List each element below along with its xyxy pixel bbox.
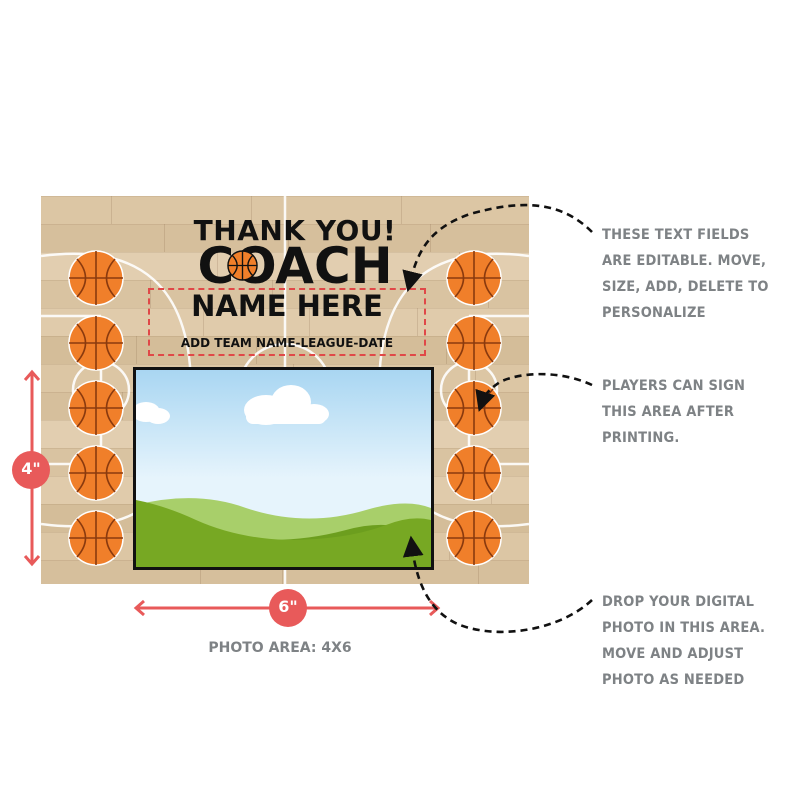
team-league-date-field[interactable]: ADD TEAM NAME-LEAGUE-DATE — [180, 336, 394, 350]
text-fields-note: THESE TEXT FIELDS ARE EDITABLE. MOVE, SIZE… — [602, 222, 792, 326]
plank-seam — [325, 252, 326, 280]
plank-seam — [401, 196, 402, 224]
signature-ball-right-2[interactable] — [446, 315, 502, 371]
plank-seam — [164, 224, 165, 252]
plank-seam — [417, 308, 418, 336]
signature-ball-left-5[interactable] — [68, 510, 124, 566]
plank-seam — [282, 560, 283, 584]
note-line: ARE EDITABLE. MOVE, — [602, 253, 767, 269]
note-line: PERSONALIZE — [602, 305, 706, 321]
coach-name-field[interactable]: NAME HERE — [191, 289, 383, 323]
plank-seam — [111, 196, 112, 224]
players-sign-note: PLAYERS CAN SIGN THIS AREA AFTER PRINTING. — [602, 373, 792, 451]
plank-seam — [475, 364, 476, 392]
note-line: PHOTO IN THIS AREA. — [602, 620, 766, 636]
plank-seam — [136, 336, 137, 364]
landscape-placeholder-icon — [136, 385, 431, 567]
width-label: 6" — [278, 597, 298, 616]
signature-ball-right-5[interactable] — [446, 510, 502, 566]
note-line: DROP YOUR DIGITAL — [602, 594, 755, 610]
signature-ball-left-3[interactable] — [68, 380, 124, 436]
plank-seam — [217, 252, 218, 280]
plank-seam — [251, 196, 252, 224]
plank-seam — [256, 336, 257, 364]
height-label-badge — [12, 451, 50, 489]
signature-ball-left-4[interactable] — [68, 445, 124, 501]
photo-drop-note: DROP YOUR DIGITAL PHOTO IN THIS AREA. MOVE… — [602, 589, 792, 693]
height-label: 4" — [21, 459, 41, 478]
signature-ball-left-2[interactable] — [68, 315, 124, 371]
plank-seam — [272, 280, 273, 308]
photo-area-caption: PHOTO AREA: 4X6 — [208, 640, 352, 656]
note-line: SIZE, ADD, DELETE TO — [602, 279, 769, 295]
photo-drop-area[interactable] — [133, 367, 434, 570]
plank-seam — [203, 308, 204, 336]
note-line: THIS AREA AFTER — [602, 404, 735, 420]
signature-ball-left-1[interactable] — [68, 250, 124, 306]
plank-seam — [288, 224, 289, 252]
editable-text-frame[interactable] — [148, 288, 426, 356]
signature-ball-right-4[interactable] — [446, 445, 502, 501]
plank-seam — [478, 560, 479, 584]
plank-seam — [200, 560, 201, 584]
note-line: MOVE AND ADJUST — [602, 646, 744, 662]
note-line: PLAYERS CAN SIGN — [602, 378, 746, 394]
basketball-icon — [227, 250, 258, 281]
thank-you-title: THANK YOU! — [193, 214, 397, 247]
width-label-badge — [269, 589, 307, 627]
note-line: PHOTO AS NEEDED — [602, 672, 745, 688]
signature-ball-right-1[interactable] — [446, 250, 502, 306]
note-line: THESE TEXT FIELDS — [602, 227, 750, 243]
note-line: PRINTING. — [602, 430, 680, 446]
plank-seam — [430, 224, 431, 252]
plank-seam — [150, 280, 151, 308]
plank-seam — [446, 336, 447, 364]
plank-seam — [309, 308, 310, 336]
